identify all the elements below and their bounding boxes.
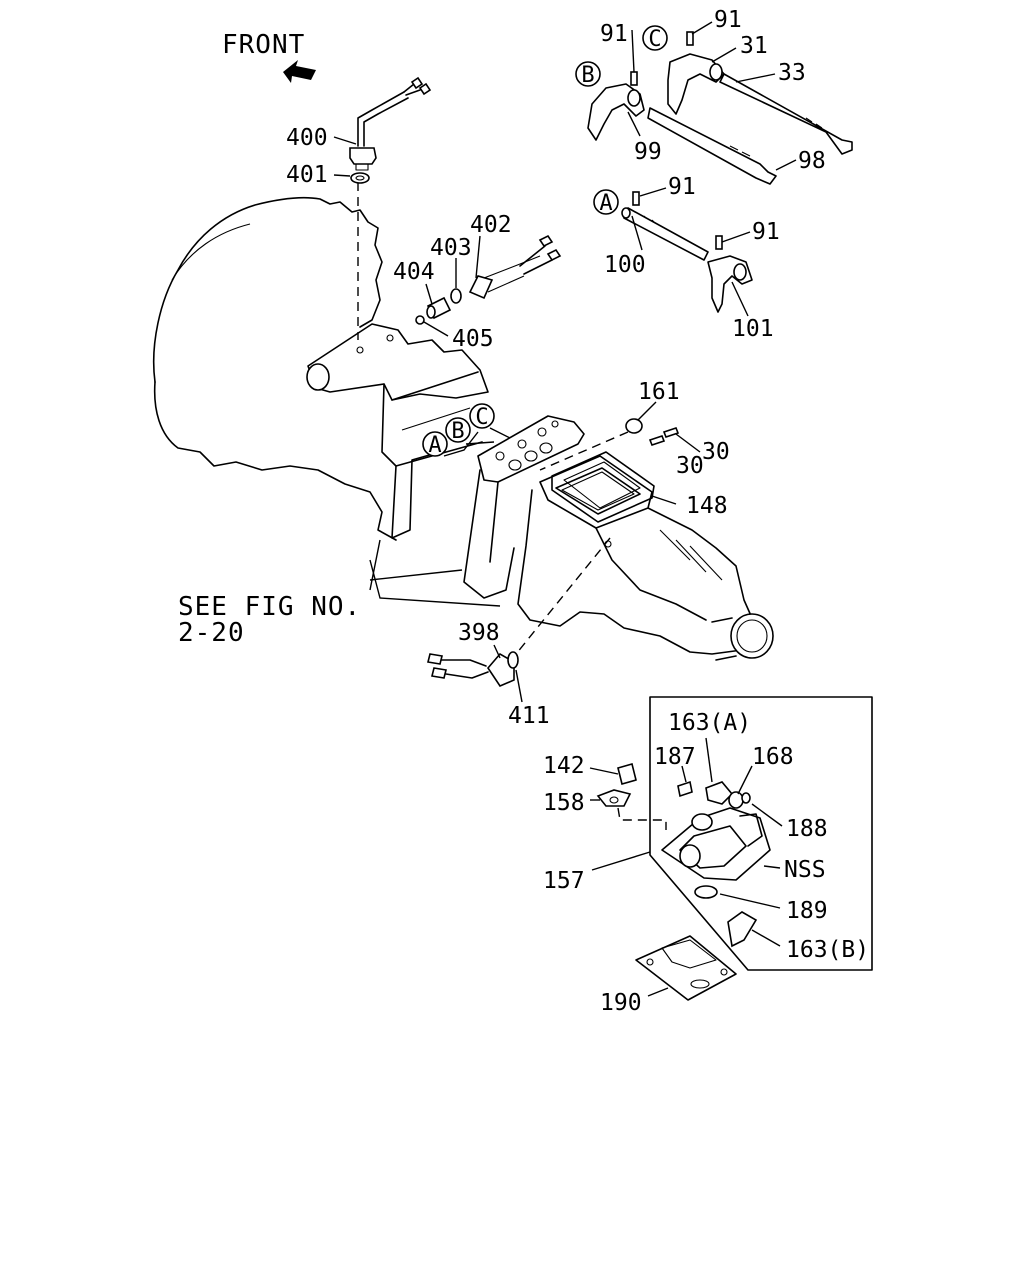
pins-30 [648,427,680,446]
circle-ref-b-label: B [581,63,594,88]
callout-91-top-left: 91 [600,21,628,47]
shift-rail-98 [647,107,777,185]
callout-398: 398 [458,620,500,646]
callout-189: 189 [786,898,828,924]
callout-161: 161 [638,379,680,405]
shift-fork-101 [707,255,753,313]
bolt-142 [617,763,637,785]
callout-148: 148 [686,493,728,519]
callout-30-right: 30 [702,439,730,465]
callout-404: 404 [393,259,435,285]
see-figure-note: SEE FIG NO. 2-20 [178,592,361,648]
oring-411 [507,651,519,669]
callout-98: 98 [798,148,826,174]
circle-ref-a-case-label: A [428,433,441,458]
shift-fork-31 [667,53,725,115]
callout-91-top-right: 91 [714,7,742,33]
bracket-158 [596,789,632,807]
circle-ref-b-case-label: B [451,419,464,444]
lever-assembly-inset [617,696,873,971]
callout-157: 157 [543,868,585,894]
circle-ref-a-rail100: A [593,189,619,216]
callout-30-left: 30 [676,453,704,479]
callout-402: 402 [470,212,512,238]
plug-161 [625,418,643,434]
circle-ref-c-fork31: C [642,25,668,52]
washer-401 [350,172,370,184]
switch-400 [349,76,432,171]
roll-pins-91 [630,31,723,250]
callout-91-right: 91 [752,219,780,245]
circle-ref-b-fork99: B [575,61,601,88]
circle-ref-a-label: A [599,191,612,216]
callout-163b: 163(B) [786,937,869,963]
switch-402 [468,234,562,300]
callouts: 91 91 31 33 99 98 91 91 100 101 400 401 … [286,7,869,1016]
front-indicator: FRONT [222,30,316,83]
front-arrow-icon [283,60,316,83]
extension-housing [517,455,774,661]
see-fig-line2: 2-20 [178,618,245,648]
callout-403: 403 [430,235,472,261]
callout-411: 411 [508,703,550,729]
shift-rail-100 [621,207,709,261]
callout-100: 100 [604,252,646,278]
shift-rail-33 [719,73,853,155]
circle-ref-c-case-label: C [475,405,488,430]
callout-400: 400 [286,125,328,151]
see-fig-line1: SEE FIG NO. [178,592,361,622]
gasket-148 [551,451,655,523]
callout-168: 168 [752,744,794,770]
callout-91-mid: 91 [668,174,696,200]
circle-ref-c-case: C [469,403,495,430]
washer-403 [450,288,462,304]
callout-187: 187 [654,744,696,770]
gasket-190 [635,935,737,1001]
shift-cover-plate [463,415,585,599]
sleeve-404 [426,296,452,320]
circle-ref-c-label: C [648,27,661,52]
circle-ref-a-case: A [422,431,448,458]
callout-33: 33 [778,60,806,86]
callout-142: 142 [543,753,585,779]
switch-398 [427,652,515,687]
callout-99: 99 [634,139,662,165]
leader-lines [333,21,797,997]
front-label: FRONT [222,30,305,60]
callout-190: 190 [600,990,642,1016]
circle-ref-b-case: B [445,417,471,444]
shift-fork-99 [587,83,645,141]
callout-101: 101 [732,316,774,342]
ball-405 [415,315,425,325]
callout-405: 405 [452,326,494,352]
callout-401: 401 [286,162,328,188]
callout-188: 188 [786,816,828,842]
callout-163a: 163(A) [668,710,751,736]
nss-label: NSS [784,857,826,883]
callout-158: 158 [543,790,585,816]
callout-31: 31 [740,33,768,59]
